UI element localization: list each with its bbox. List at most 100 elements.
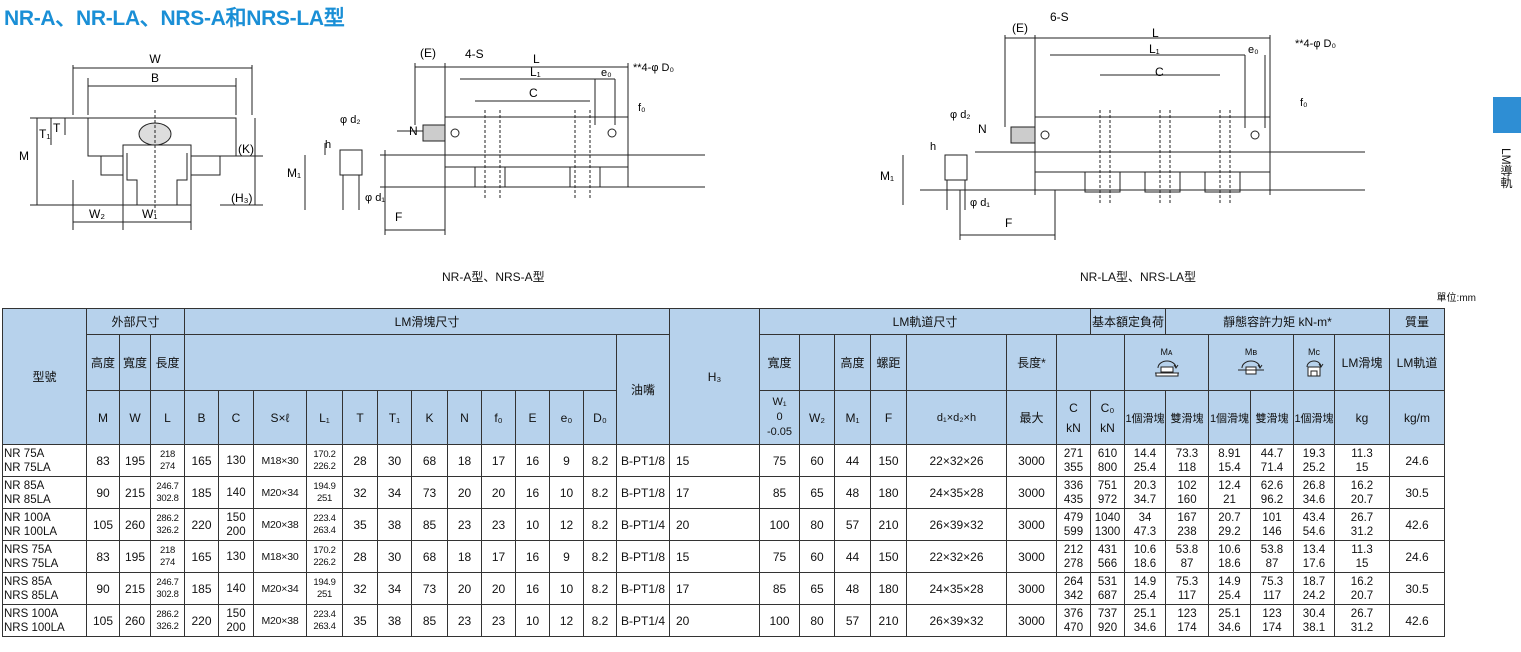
label-L1: L₁	[530, 65, 541, 79]
cell-F: 210	[870, 508, 907, 541]
group-block: LM滑塊尺寸	[184, 308, 670, 335]
sym-d: d₁×d₂×h	[906, 390, 1007, 445]
cell-max: 3000	[1006, 476, 1057, 509]
sym-E: E	[515, 390, 550, 445]
cell-B: 185	[184, 476, 219, 509]
sym-T1: T₁	[377, 390, 412, 445]
label-B: B	[151, 71, 159, 85]
cell-F: 180	[870, 476, 907, 509]
sym-W1: W₁	[772, 396, 787, 408]
unit-kg: kg	[1334, 390, 1390, 445]
cell-max: 3000	[1006, 604, 1057, 637]
sym-B: B	[184, 390, 219, 445]
label-e0: e₀	[601, 67, 612, 79]
cell-M: 83	[86, 444, 120, 477]
cell-T: 35	[342, 508, 378, 541]
sym-T: T	[342, 390, 378, 445]
cell-e0: 12	[549, 604, 584, 637]
cell-N: 23	[447, 604, 482, 637]
cell-M: 105	[86, 604, 120, 637]
label-d1-la: φ d₁	[970, 197, 990, 209]
unit-kN-c0: kN	[1100, 420, 1115, 435]
cell-T: 32	[342, 572, 378, 605]
sym-F: F	[870, 390, 907, 445]
cell-W1: 100	[759, 604, 800, 637]
label-d1: φ d₁	[365, 192, 385, 204]
cell-f0: 20	[481, 572, 516, 605]
section-tab[interactable]	[1493, 97, 1521, 133]
cell-W: 260	[119, 508, 151, 541]
head-ma-single: 1個滑塊	[1124, 390, 1166, 445]
head-length: 長度	[150, 334, 185, 391]
cell-E: 10	[515, 508, 550, 541]
cell-K: 73	[411, 476, 448, 509]
cell-W: 195	[119, 540, 151, 573]
cell-D0: 8.2	[583, 444, 617, 477]
label-S: 4-S	[465, 47, 484, 61]
cell-S: M20×34	[253, 572, 307, 605]
cell-f0: 23	[481, 604, 516, 637]
label-W1: W₁	[142, 207, 157, 221]
head-width: 寬度	[119, 334, 151, 391]
label-E: (E)	[420, 46, 436, 60]
cell-D0: 8.2	[583, 508, 617, 541]
cell-H3: 17	[669, 572, 760, 605]
label-h-la: h	[930, 141, 936, 153]
cell-B: 220	[184, 604, 219, 637]
side-view-drawing-la: (E) 6-S L L₁ e₀ **4-φ D₀ C f₀ N φ d₂ h M…	[880, 10, 1365, 240]
label-L1-la: L₁	[1149, 42, 1160, 56]
cell-H3: 15	[669, 540, 760, 573]
end-view-drawing: W B M T₁ T (K) (H₃) W₂ W₁	[19, 52, 263, 230]
cell-grease: B-PT1/8	[616, 476, 670, 509]
cell-F: 150	[870, 444, 907, 477]
sym-C: C	[218, 390, 254, 445]
label-K: (K)	[238, 142, 254, 156]
cell-E: 16	[515, 540, 550, 573]
cell-T1: 38	[377, 604, 412, 637]
cell-f0: 20	[481, 476, 516, 509]
group-moment: 靜態容許力矩 kN-m*	[1165, 308, 1390, 335]
cell-D0: 8.2	[583, 604, 617, 637]
cell-B: 185	[184, 572, 219, 605]
cell-mass-rail: 42.6	[1389, 508, 1445, 541]
head-mass-block: LM滑塊	[1334, 334, 1390, 391]
cell-S: M18×30	[253, 540, 307, 573]
cell-W: 260	[119, 604, 151, 637]
label-M: M	[19, 149, 29, 163]
section-label: LM導軌	[1499, 148, 1513, 189]
cell-W: 195	[119, 444, 151, 477]
cell-M1: 48	[834, 476, 871, 509]
cell-T1: 34	[377, 476, 412, 509]
cell-D0: 8.2	[583, 572, 617, 605]
cell-K: 85	[411, 508, 448, 541]
cell-T: 35	[342, 604, 378, 637]
unit-note: 單位:mm	[1436, 293, 1476, 304]
head-mb: Mʙ	[1244, 347, 1258, 357]
